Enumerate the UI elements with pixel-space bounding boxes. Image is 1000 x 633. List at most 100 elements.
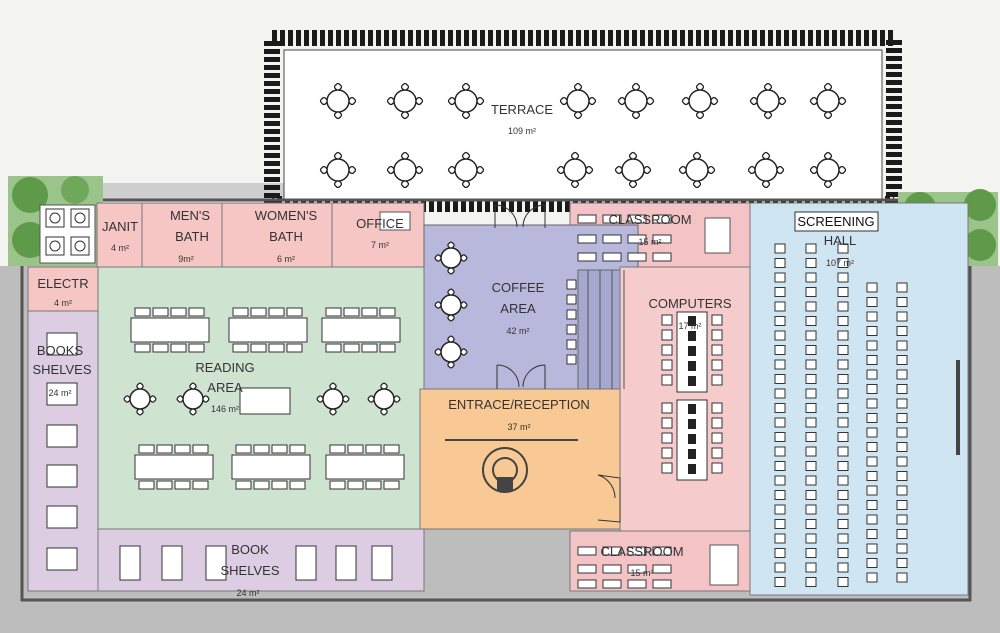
class-desk (602, 579, 622, 589)
reading-chair (383, 480, 400, 490)
screening-seat (896, 398, 908, 409)
bookshelf (46, 505, 78, 529)
computer-monitor (688, 376, 696, 386)
reading-chair (289, 444, 306, 454)
terrace-table (809, 82, 847, 120)
reading-chair (152, 307, 169, 317)
computer-chair (661, 402, 673, 414)
classroom-teacher-desk (704, 217, 731, 254)
reading-chair (379, 307, 396, 317)
class-desk (602, 252, 622, 262)
screening-seat (837, 243, 849, 254)
screening-seat (774, 272, 786, 283)
screening-seat (896, 326, 908, 336)
screening-seat (896, 297, 908, 307)
screening-seat (805, 272, 817, 283)
bookshelf (161, 545, 183, 581)
reading-chair (152, 343, 169, 353)
terrace-table (678, 151, 716, 189)
class-desk (602, 564, 622, 574)
reading-chair (174, 480, 191, 490)
bookshelf (46, 547, 78, 571)
coffee-stool (566, 309, 577, 320)
screening-seat (896, 471, 908, 481)
screening-seat (896, 543, 908, 554)
books-bottom-label-1: BOOK (231, 542, 269, 557)
books-left-area: 24 m² (48, 388, 71, 398)
classroom-top-label: CLASSROOM (608, 212, 691, 227)
computer-monitor (688, 464, 696, 474)
terrace-table (749, 82, 787, 120)
coffee-stool (566, 354, 577, 365)
screening-seat (896, 340, 908, 351)
computer-chair (661, 374, 673, 386)
screening-seat (866, 369, 878, 380)
screening-seat (837, 490, 849, 500)
screening-seat (866, 297, 878, 307)
terrace-table (447, 82, 485, 120)
screening-seat (837, 504, 849, 515)
screening-seat (805, 243, 817, 254)
computer-monitor (688, 316, 696, 326)
computer-monitor (688, 419, 696, 429)
screening-seat (774, 461, 786, 471)
screening-seat (896, 282, 908, 293)
reading-area: 146 m² (211, 404, 239, 414)
mech-unit-fan (74, 212, 86, 224)
terrace-tables (319, 82, 847, 189)
screening-seat (774, 316, 786, 326)
shelf-units (46, 332, 393, 581)
screening-seat (774, 475, 786, 486)
screening-seat (866, 558, 878, 568)
screening-seat (837, 533, 849, 544)
class-desk (627, 234, 647, 244)
reading-chair (174, 444, 191, 454)
terrace-table (447, 151, 485, 189)
computer-monitor (688, 361, 696, 371)
reading-round-table (176, 382, 210, 416)
screening-seat (866, 471, 878, 481)
terrace-table (319, 82, 357, 120)
screening-seat (774, 562, 786, 573)
screening-seat (837, 301, 849, 312)
mech-unit-fan (74, 240, 86, 252)
screening-seat (805, 432, 817, 442)
screening-seat (837, 446, 849, 457)
bookshelf (295, 545, 317, 581)
reading-chair (156, 480, 173, 490)
reading-furniture (123, 307, 405, 490)
screening-seat (837, 359, 849, 370)
reading-chair (156, 444, 173, 454)
electric-area: 4 m² (54, 298, 72, 308)
reading-round-table (123, 382, 157, 416)
bookshelf (46, 382, 78, 406)
screening-seat (837, 475, 849, 486)
terrace-area: 109 m² (508, 126, 536, 136)
screening-seat (896, 413, 908, 423)
coffee-door[interactable] (496, 364, 546, 389)
reading-label-2: AREA (207, 380, 243, 395)
reading-chair (325, 307, 342, 317)
reading-chair (253, 444, 270, 454)
class-desk (577, 546, 597, 556)
screening-seat (896, 500, 908, 510)
mech-unit (45, 236, 65, 256)
reading-chair (188, 343, 205, 353)
screening-seat (896, 572, 908, 583)
screening-seat (866, 427, 878, 438)
screening-seat (866, 529, 878, 539)
terrace-table (556, 151, 594, 189)
main-entrance-door[interactable] (597, 474, 621, 523)
terrace-door[interactable] (494, 204, 546, 228)
coffee-label-1: COFFEE (492, 280, 545, 295)
screening-seat (805, 504, 817, 515)
screening-seat (774, 388, 786, 399)
computer-chair (711, 462, 723, 474)
screening-seat (837, 287, 849, 297)
screening-seat (805, 345, 817, 355)
screening-seat (774, 374, 786, 384)
screening-seat (774, 533, 786, 544)
reading-chair (271, 444, 288, 454)
mens-area: 9m² (178, 254, 194, 264)
